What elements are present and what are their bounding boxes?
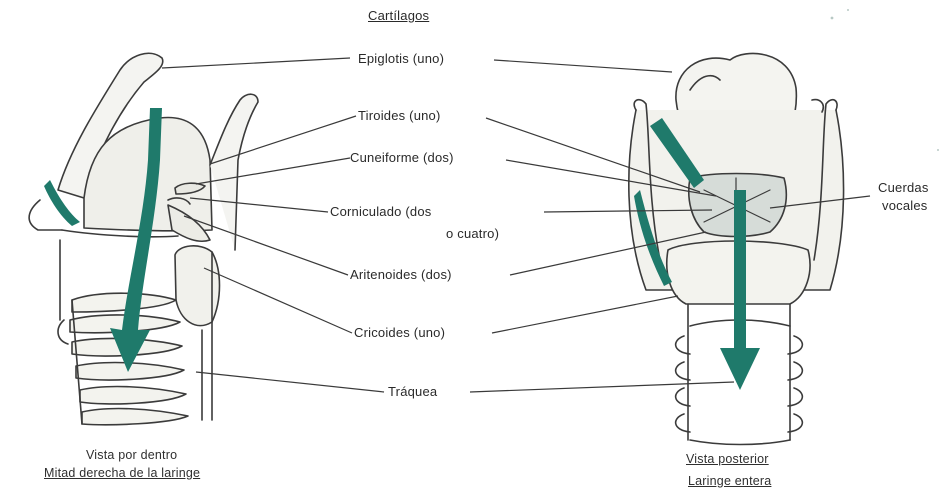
diagram-title: Cartílagos	[368, 8, 429, 23]
leader-epiglotis-right	[494, 60, 672, 72]
caption-right-line1: Vista posterior	[686, 452, 769, 466]
paper-specks	[831, 9, 939, 151]
caption-left-line1: Vista por dentro	[86, 448, 177, 462]
caption-right-line2: Laringe entera	[688, 474, 771, 488]
label-tiroides: Tiroides (uno)	[358, 108, 441, 123]
leader-cricoides-right	[492, 296, 678, 333]
leader-cricoides-left	[204, 268, 352, 333]
label-epiglotis: Epiglotis (uno)	[358, 51, 444, 66]
label-cuerdas-vocales-line1: Cuerdas	[878, 180, 929, 195]
label-aritenoides: Aritenoides (dos)	[350, 267, 452, 282]
leader-traquea-left	[196, 372, 384, 392]
label-cuneiforme: Cuneiforme (dos)	[350, 150, 454, 165]
leader-epiglotis-left	[162, 58, 350, 68]
leader-traquea-right	[470, 382, 734, 392]
label-corniculado-line1: Corniculado (dos	[330, 204, 431, 219]
caption-left-line2: Mitad derecha de la laringe	[44, 466, 200, 480]
label-cuerdas-vocales-line2: vocales	[882, 198, 927, 213]
label-cricoides: Cricoides (uno)	[354, 325, 445, 340]
label-corniculado-line2: o cuatro)	[446, 226, 499, 241]
label-traquea: Tráquea	[388, 384, 437, 399]
